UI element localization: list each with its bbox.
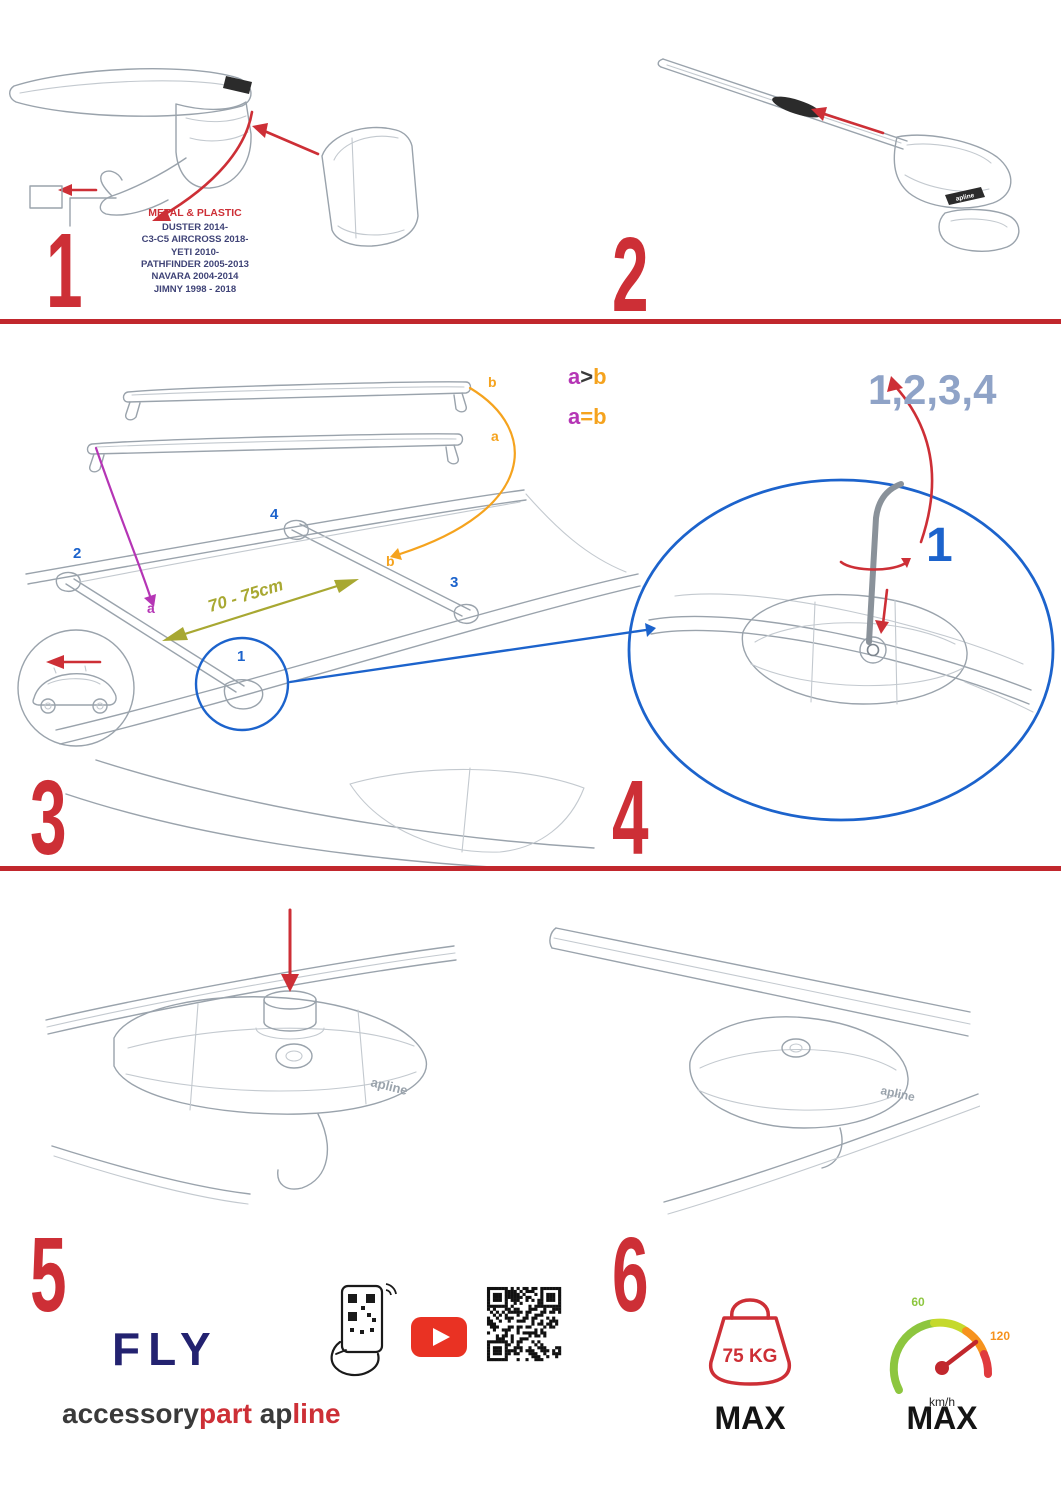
- red-rotate-arrow: [839, 560, 909, 571]
- legend-b: b: [593, 364, 607, 389]
- model-item: YETI 2010-: [170, 246, 220, 258]
- product-model-name: FLY: [112, 1323, 219, 1375]
- tighten-sequence: 1,2,3,4: [868, 366, 997, 413]
- weight-value: 75 KG: [723, 1346, 778, 1367]
- red-arrow-insert: [819, 111, 885, 135]
- allen-key: [866, 481, 904, 645]
- roof-label-b: b: [386, 553, 395, 569]
- bar-label-a: a: [491, 428, 499, 444]
- red-arrow-cover-to-bar: [260, 128, 320, 156]
- brand-ap: ap: [259, 1398, 293, 1429]
- brand-line: line: [292, 1398, 341, 1429]
- blue-zoom-arrow: [288, 628, 648, 684]
- legend-op: =: [580, 404, 594, 429]
- red-press-arrow: [881, 588, 889, 626]
- foot-closeup-drawing: [627, 376, 1055, 822]
- red-arrow-clamp-path: [160, 110, 254, 218]
- step-3-number: 3: [30, 759, 67, 877]
- qr-code: [484, 1284, 564, 1364]
- speed-unit-label: km/h: [929, 1395, 955, 1409]
- step-4-number: 4: [612, 759, 649, 877]
- roof-installation-drawing: [17, 381, 656, 867]
- section-divider: [0, 866, 1061, 871]
- foot-highlight-circle: [194, 636, 290, 732]
- logo-plate: [223, 76, 252, 94]
- model-item: PATHFINDER 2005-2013: [141, 259, 249, 271]
- legend-b: b: [593, 404, 607, 429]
- product-logo: apline: [369, 1074, 409, 1098]
- needle: [939, 1339, 979, 1371]
- roof-pos-2: 2: [73, 545, 82, 562]
- model-list: DUSTER 2014- C3-C5 AIRCROSS 2018- YETI 2…: [100, 222, 290, 296]
- orange-guide-b: [398, 386, 516, 556]
- roof-pos-3: 3: [450, 574, 459, 591]
- brand-wordmark: accessorypart apline: [62, 1398, 341, 1430]
- weight-max-label: MAX: [714, 1400, 786, 1436]
- step-1-number: 1: [46, 212, 83, 330]
- installed-foot-drawing: apline: [549, 927, 980, 1215]
- model-item: JIMNY 1998 - 2018: [153, 283, 237, 295]
- magenta-guide-a: [94, 446, 152, 598]
- measurement-arrow: [170, 580, 352, 640]
- material-label: METAL & PLASTIC: [148, 207, 242, 219]
- zoom-circle: [627, 478, 1055, 822]
- sequence-highlight: 1: [926, 519, 953, 572]
- step-2-number: 2: [612, 216, 649, 334]
- speed-low-label: 60: [911, 1295, 925, 1309]
- phone-qr-icon: [330, 1283, 397, 1377]
- bar-end-drawing: apline: [657, 58, 1020, 252]
- legend-op: >: [580, 364, 594, 389]
- cap-press-drawing: apline: [45, 908, 457, 1205]
- speed-limit-icon: 60 120 km/h: [889, 1295, 1010, 1409]
- speed-high-label: 120: [990, 1329, 1010, 1343]
- speed-max-label: MAX: [906, 1400, 978, 1436]
- roof-label-a: a: [147, 600, 155, 616]
- legend-a: a: [568, 364, 581, 389]
- weight-limit-icon: 75 KG: [708, 1298, 792, 1386]
- brand-part: part: [199, 1398, 252, 1429]
- car-inset-circle: [17, 629, 135, 747]
- section-divider: [0, 319, 1061, 324]
- roof-pos-4: 4: [270, 506, 279, 523]
- legend-a-eq-b: a=b: [568, 404, 607, 430]
- step-6-number: 6: [612, 1216, 649, 1334]
- legend-a: a: [568, 404, 581, 429]
- legend-a-gt-b: a>b: [568, 364, 607, 390]
- step-5-number: 5: [30, 1216, 67, 1334]
- callout-box: [29, 185, 63, 209]
- model-item: DUSTER 2014-: [162, 222, 228, 233]
- logo-plate: [945, 187, 985, 205]
- play-icon: [433, 1328, 450, 1346]
- red-sequence-arrow: [893, 384, 934, 544]
- rubber-insert: [772, 96, 822, 118]
- model-item: C3-C5 AIRCROSS 2018-: [141, 234, 249, 246]
- roof-pos-1: 1: [237, 648, 246, 665]
- brand-accessory: accessory: [62, 1398, 200, 1429]
- product-logo: apline: [955, 192, 975, 203]
- roof-bar-clamp-drawing: [9, 68, 419, 247]
- youtube-icon: [411, 1317, 467, 1357]
- model-item: NAVARA 2004-2014: [151, 271, 239, 283]
- bar-label-b: b: [488, 374, 497, 390]
